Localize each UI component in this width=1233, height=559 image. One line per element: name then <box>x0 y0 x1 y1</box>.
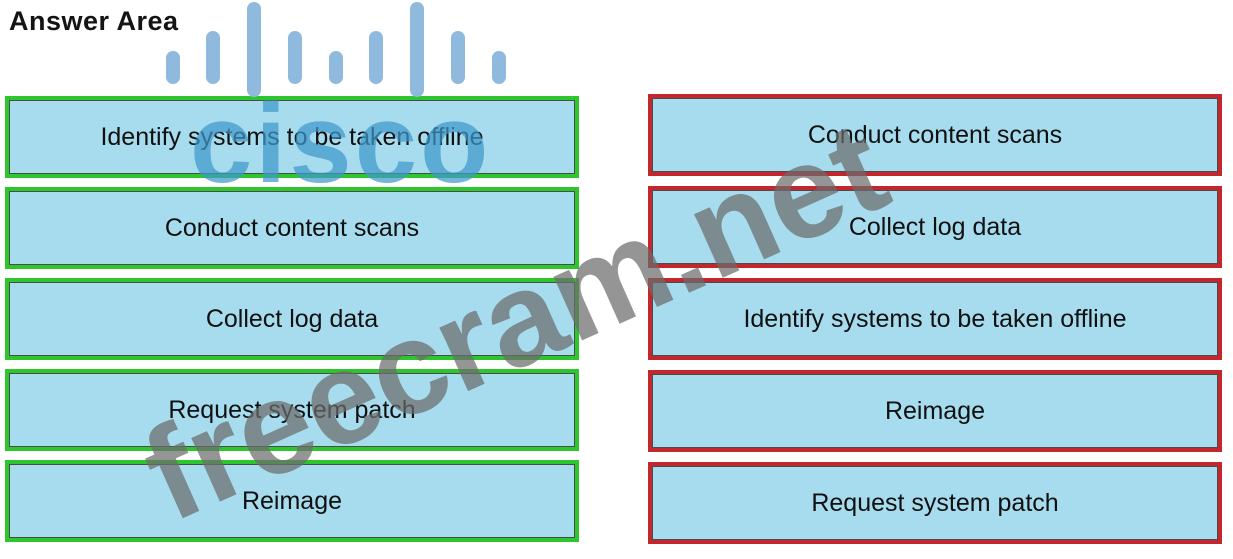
drop-slot-2[interactable]: Collect log data <box>648 186 1222 268</box>
drop-slot-label: Reimage <box>884 396 986 425</box>
drag-item-identify-systems[interactable]: Identify systems to be taken offline <box>5 96 579 178</box>
drop-slot-1[interactable]: Conduct content scans <box>648 94 1222 176</box>
drag-item-reimage[interactable]: Reimage <box>5 460 579 542</box>
drag-item-surface: Collect log data <box>9 282 575 356</box>
drag-item-label: Collect log data <box>205 304 379 333</box>
cisco-logo-bar <box>247 2 261 97</box>
cisco-logo-bar <box>451 31 465 84</box>
drop-slot-5[interactable]: Request system patch <box>648 462 1222 544</box>
drop-slot-4[interactable]: Reimage <box>648 370 1222 452</box>
drop-slot-label: Identify systems to be taken offline <box>743 304 1127 333</box>
drop-slot-label: Collect log data <box>848 212 1022 241</box>
drag-item-surface: Request system patch <box>9 373 575 447</box>
drag-item-label: Conduct content scans <box>164 213 420 242</box>
drop-slot-surface: Reimage <box>652 374 1218 448</box>
cisco-logo-bar <box>492 51 506 84</box>
cisco-logo-bar <box>369 31 383 84</box>
cisco-logo-bar <box>288 31 302 84</box>
drag-item-label: Reimage <box>241 486 343 515</box>
cisco-logo-bar <box>410 2 424 97</box>
source-column: Identify systems to be taken offline Con… <box>5 96 579 542</box>
drop-slot-surface: Identify systems to be taken offline <box>652 282 1218 356</box>
cisco-logo-bar <box>329 51 343 84</box>
cisco-logo-bar <box>166 51 180 84</box>
drag-item-collect-log[interactable]: Collect log data <box>5 278 579 360</box>
drag-item-request-patch[interactable]: Request system patch <box>5 369 579 451</box>
drop-slot-label: Request system patch <box>811 488 1059 517</box>
drop-slot-3[interactable]: Identify systems to be taken offline <box>648 278 1222 360</box>
drop-slot-surface: Request system patch <box>652 466 1218 540</box>
drop-slot-label: Conduct content scans <box>807 120 1063 149</box>
cisco-logo-bar <box>206 31 220 84</box>
drag-item-surface: Reimage <box>9 464 575 538</box>
drag-item-label: Request system patch <box>168 395 416 424</box>
drop-slot-surface: Conduct content scans <box>652 98 1218 172</box>
drag-item-surface: Identify systems to be taken offline <box>9 100 575 174</box>
drag-item-label: Identify systems to be taken offline <box>100 122 484 151</box>
drag-item-surface: Conduct content scans <box>9 191 575 265</box>
drop-slot-surface: Collect log data <box>652 190 1218 264</box>
target-column: Conduct content scans Collect log data I… <box>648 94 1222 544</box>
page-title: Answer Area <box>9 6 179 36</box>
drag-item-conduct-scans[interactable]: Conduct content scans <box>5 187 579 269</box>
